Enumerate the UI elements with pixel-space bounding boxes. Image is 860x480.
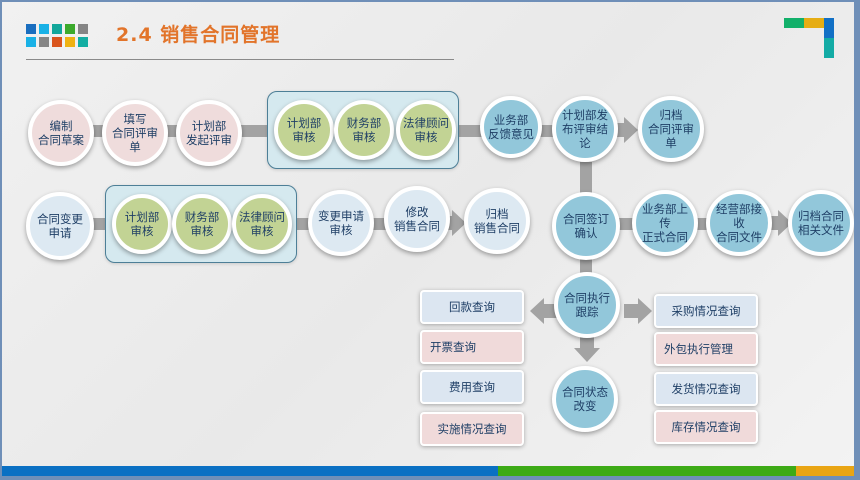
step-draft-contract[interactable]: 编制 合同草案 (28, 100, 94, 166)
logo-square (78, 37, 88, 47)
step-plan-initiate-review[interactable]: 计划部 发起评审 (176, 100, 242, 166)
footer-stripe-blue (2, 466, 498, 476)
step-plan-review-1[interactable]: 计划部 审核 (274, 100, 334, 160)
query-expense-button[interactable]: 费用查询 (420, 370, 524, 404)
logo-square (26, 24, 36, 34)
query-inventory-button[interactable]: 库存情况查询 (654, 410, 758, 444)
footer-stripe-orange (796, 466, 854, 476)
step-receive-contract-files[interactable]: 经营部接收 合同文件 (706, 190, 772, 256)
step-status-change[interactable]: 合同状态 改变 (552, 366, 618, 432)
arrow-shaft (624, 304, 638, 318)
connector (370, 218, 388, 230)
step-legal-review-2[interactable]: 法律顾问 审核 (232, 194, 292, 254)
logo-square (26, 37, 36, 47)
arrow-shaft (580, 336, 594, 350)
step-change-review[interactable]: 变更申请 审核 (308, 190, 374, 256)
logo-square (52, 37, 62, 47)
step-archive-related-files[interactable]: 归档合同 相关文件 (788, 190, 854, 256)
step-upload-formal-contract[interactable]: 业务部上传 正式合同 (632, 190, 698, 256)
title-divider (26, 59, 454, 60)
arrow-right-icon (638, 298, 652, 324)
logo-square (52, 24, 62, 34)
logo-square (65, 24, 75, 34)
query-payment-button[interactable]: 回款查询 (420, 290, 524, 324)
query-implementation-button[interactable]: 实施情况查询 (420, 412, 524, 446)
step-finance-review-1[interactable]: 财务部 审核 (334, 100, 394, 160)
step-fill-review-form[interactable]: 填写 合同评审单 (102, 100, 168, 166)
corner-block (784, 18, 804, 28)
arrow-right-icon (452, 210, 466, 236)
arrow-shaft (770, 216, 780, 230)
step-sign-confirm[interactable]: 合同签订 确认 (552, 192, 620, 260)
logo-grid-icon (26, 24, 92, 50)
connector (458, 125, 484, 137)
step-finance-review-2[interactable]: 财务部 审核 (172, 194, 232, 254)
arrow-left-icon (530, 298, 544, 324)
logo-square (78, 24, 88, 34)
step-execution-tracking[interactable]: 合同执行 跟踪 (554, 272, 620, 338)
connector (580, 162, 592, 198)
step-plan-publish-conclusion[interactable]: 计划部发 布评审结论 (552, 96, 618, 162)
step-archive-review-form[interactable]: 归档 合同评审单 (638, 96, 704, 162)
query-shipment-button[interactable]: 发货情况查询 (654, 372, 758, 406)
corner-block (804, 18, 824, 28)
query-invoice-button[interactable]: 开票查询 (420, 330, 524, 364)
step-legal-review-1[interactable]: 法律顾问 审核 (396, 100, 456, 160)
corner-block (824, 18, 834, 38)
logo-square (39, 24, 49, 34)
logo-square (39, 37, 49, 47)
footer-stripe-green (498, 466, 796, 476)
page-title: 2.4 销售合同管理 (116, 24, 281, 46)
step-archive-contract[interactable]: 归档 销售合同 (464, 188, 530, 254)
arrow-down-icon (574, 348, 600, 362)
step-plan-review-2[interactable]: 计划部 审核 (112, 194, 172, 254)
logo-square (65, 37, 75, 47)
arrow-right-icon (624, 117, 638, 143)
step-sales-feedback[interactable]: 业务部 反馈意见 (480, 96, 542, 158)
slide: 2.4 销售合同管理 编制 合同草案 填写 合同评审单 计划部 发起评审 计划部… (2, 2, 854, 476)
corner-block (824, 38, 834, 58)
step-modify-contract[interactable]: 修改 销售合同 (384, 186, 450, 252)
step-change-request[interactable]: 合同变更 申请 (26, 192, 94, 260)
query-purchase-button[interactable]: 采购情况查询 (654, 294, 758, 328)
connector (238, 125, 268, 137)
outsourcing-management-button[interactable]: 外包执行管理 (654, 332, 758, 366)
